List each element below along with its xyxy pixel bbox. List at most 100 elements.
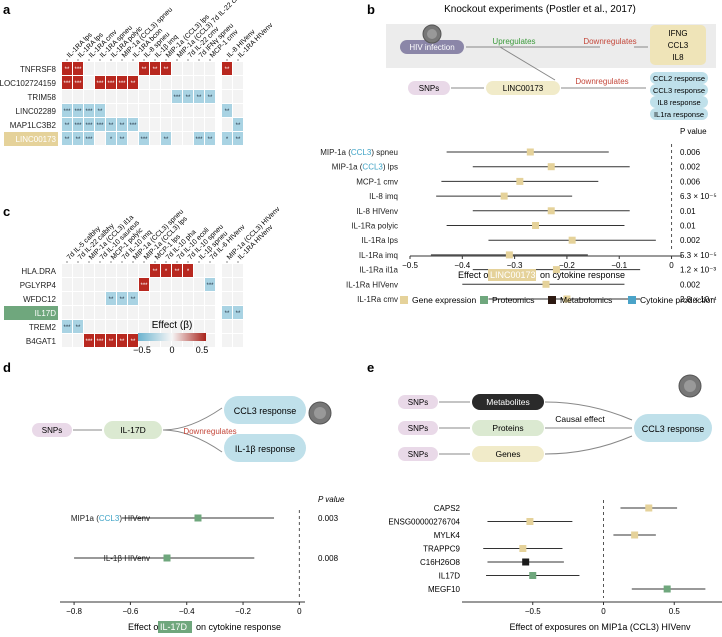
c-cell-stars: ** [175,269,180,275]
c-cell-bg [222,320,232,333]
panel-d-diagram: SNPs IL-17D Downregulates CCL3 response … [32,396,332,462]
c-cell-bg [161,320,171,333]
a-cell-stars: *** [96,81,104,87]
hiv-infection-box [400,40,464,54]
c-cell-bg [128,278,138,291]
c-cell-bg [150,320,160,333]
c-cell-bg [95,264,105,277]
a-cell [84,104,94,117]
c-cell [222,306,232,319]
a-row-label: MAP1LC3B2 [10,121,57,130]
a-cell-bg [222,76,232,89]
a-cell-bg [128,90,138,103]
a-cell [84,118,94,131]
c-cell-bg [117,306,127,319]
a-cell [95,118,105,131]
a-cell-bg [172,104,182,117]
c-cell [128,292,138,305]
e-point [526,518,534,525]
c-cell-bg [205,334,215,347]
c-row-label: HLA.DRA [21,267,56,276]
xlabel-e: Effect of exposures on MIP1a (CCL3) HIVe… [510,622,691,632]
a-cell [222,104,232,117]
d-x-tick-label: −0.8 [66,607,82,616]
c-cell-bg [84,292,94,305]
c-cell-bg [172,306,182,319]
a-cell-bg [161,76,171,89]
c-cell-bg [183,278,193,291]
e-row-label: ENSG00000276704 [388,518,460,527]
virus-icon-d [308,401,332,425]
c-cell-stars: ** [76,325,81,331]
a-cell-bg [194,104,204,117]
c-cell-stars: ** [225,311,230,317]
c-cell-stars: ** [120,339,125,345]
a-cell-stars: *** [107,81,115,87]
c-cell-bg [84,278,94,291]
c-cell [183,264,193,277]
e-x-tick-label: 0 [601,607,606,616]
c-cell-bg [205,320,215,333]
d-row-label: MIP1a (CCL3) HIVenv [71,514,150,523]
b-row-label: IL-8 imq [369,192,398,201]
d-x-tick-label: −0.4 [179,607,195,616]
a-row-highlight [4,132,58,146]
a-cell-bg [172,132,182,145]
a-cell-bg [84,62,94,75]
c-cell-bg [222,264,232,277]
gene-il8: IL8 [672,53,684,62]
c-cell-bg [183,292,193,305]
c-cell-stars: *** [140,283,148,289]
d-pvalue: 0.008 [318,554,339,563]
b-point [547,163,555,171]
d-x-tick-label: −0.2 [235,607,251,616]
e-point [663,585,671,593]
c-cell [139,278,149,291]
ccl3-label-e: CCL3 response [642,424,705,434]
c-cell-bg [205,292,215,305]
a-cell-bg [128,62,138,75]
c-cell [161,264,171,277]
downregulates2-label: Downregulates [575,77,628,86]
b-x-tick-label: −0.2 [559,261,575,270]
c-cell-stars: ** [131,297,136,303]
b-row-label: MIP-1a (CCL3) lps [332,163,398,172]
c-cell-bg [106,320,116,333]
c-cell-stars: * [187,269,190,275]
a-row-label: LINC00173 [16,135,57,144]
c-cell-bg [161,292,171,305]
legend-swatch [480,296,488,304]
xlabel-b-post: on cytokine response [540,270,625,280]
a-cell-bg [139,76,149,89]
snps-box-e1 [398,395,438,409]
a-cell-bg [205,62,215,75]
c-cell-bg [139,264,149,277]
a-cell-bg [128,132,138,145]
c-cell-bg [84,306,94,319]
a-cell-stars: ** [120,137,125,143]
e-point [519,545,527,552]
xlabel-b-hl: LINC00173 [490,270,536,280]
a-row-label: LOC102724159 [0,79,57,88]
c-cell-bg [117,320,127,333]
a-cell-bg [161,90,171,103]
c-cell-stars: ** [109,339,114,345]
a-cell-bg [139,104,149,117]
a-cell-bg [222,90,232,103]
c-cell-bg [117,264,127,277]
b-x-tick-label: −0.3 [507,261,523,270]
c-cell-bg [139,292,149,305]
c-cell-bg [172,278,182,291]
proteins-box [472,420,544,436]
genes-target-box [650,25,706,65]
b-pvalue: 6.3 × 10⁻⁵ [680,192,717,201]
virus-icon-e [678,374,702,398]
a-cell [205,132,215,145]
proteins-label: Proteins [492,423,523,433]
a-cell-bg [150,132,160,145]
pvalue-header-b: P value [680,127,707,136]
c-cell-bg [73,264,83,277]
ccl3-label-d: CCL3 response [234,406,297,416]
